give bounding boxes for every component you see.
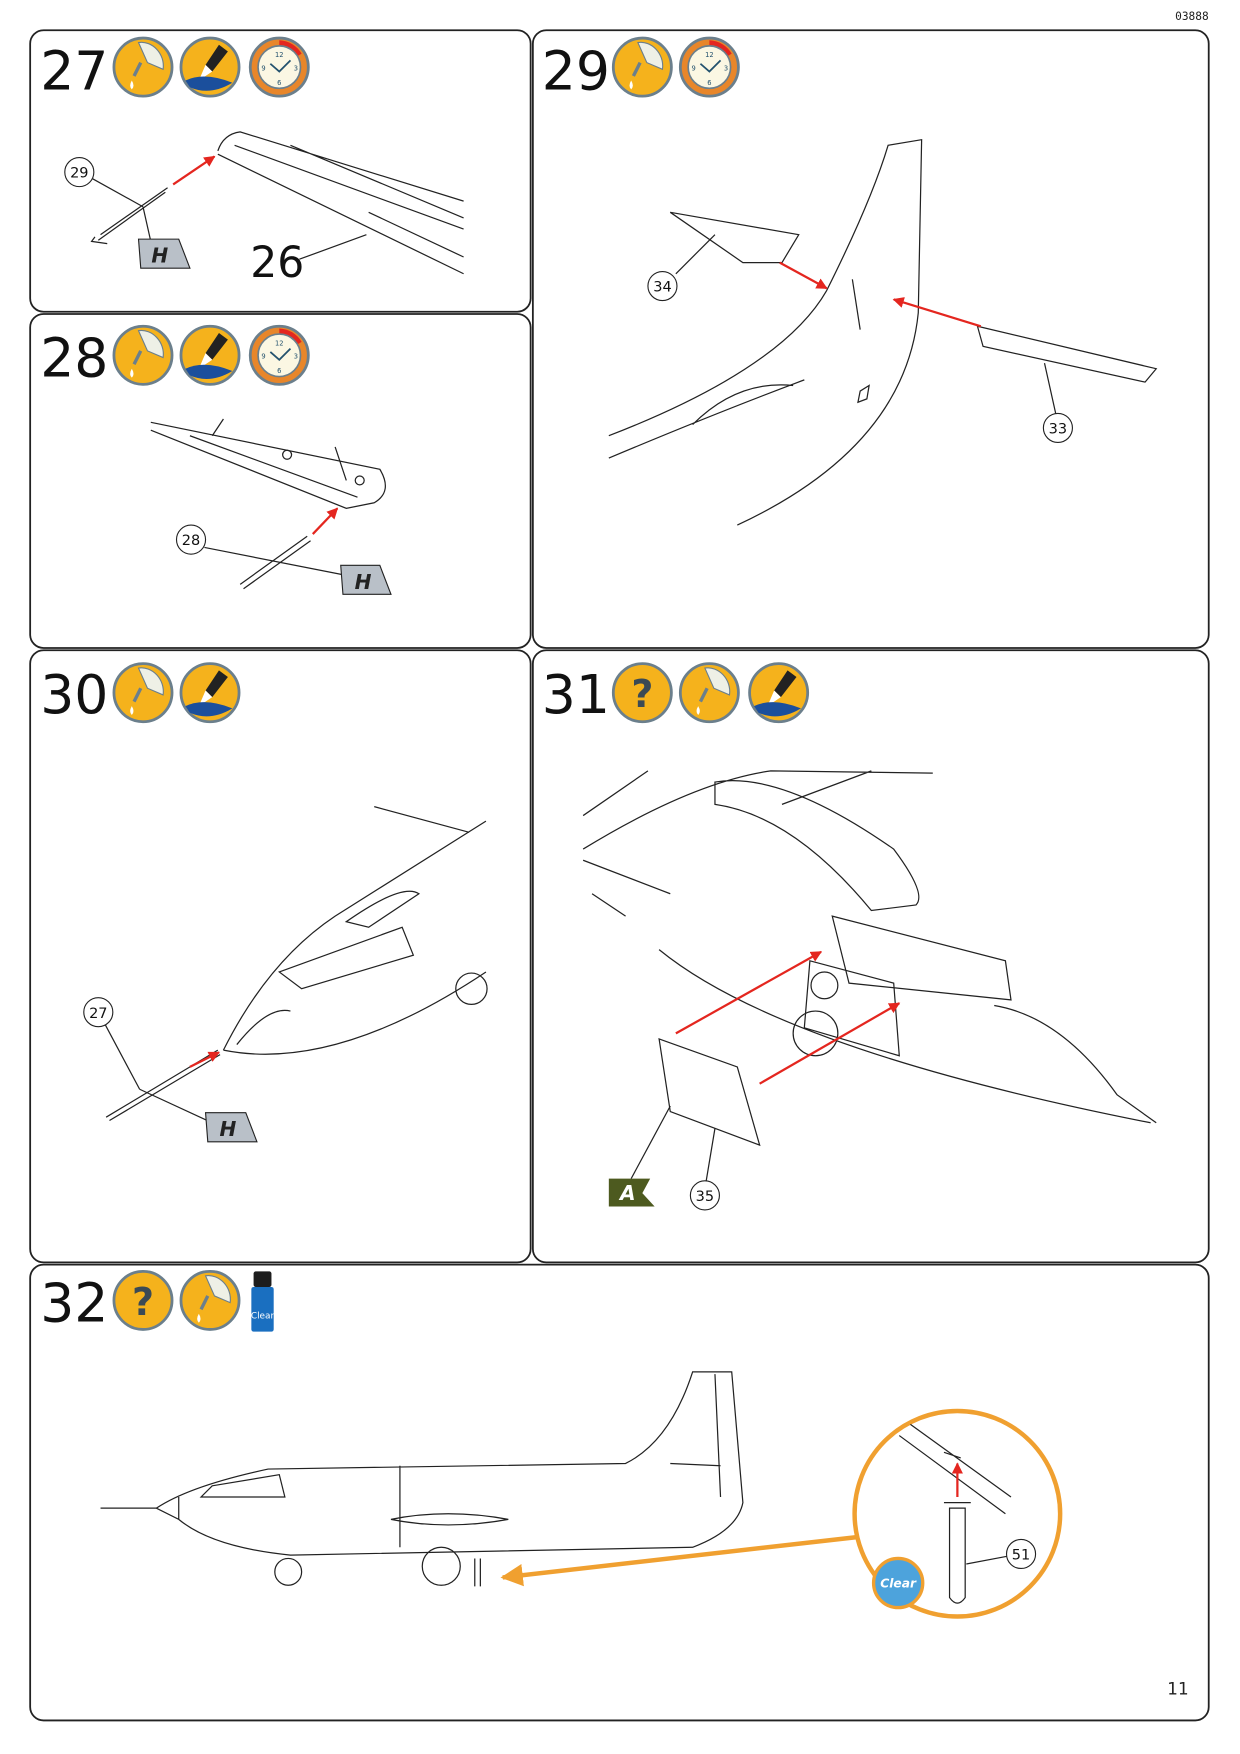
step-28-panel xyxy=(29,313,532,649)
glue-icon xyxy=(611,36,674,98)
svg-text:9: 9 xyxy=(691,64,695,72)
part-number: 34 xyxy=(653,280,671,296)
step-number: 32 xyxy=(40,1272,108,1335)
page-number: 11 xyxy=(1167,1679,1188,1699)
flag-h xyxy=(204,1112,258,1143)
step-31-panel xyxy=(531,649,1210,1264)
clear-badge xyxy=(871,1556,925,1610)
clear-part-drawing xyxy=(898,1423,1012,1604)
step-number: 29 xyxy=(542,39,610,102)
svg-text:?: ? xyxy=(631,672,653,716)
clear-badge-label: Clear xyxy=(880,1576,917,1590)
question-icon: ? xyxy=(611,662,673,724)
svg-text:9: 9 xyxy=(261,353,265,361)
step-30-panel xyxy=(29,649,532,1264)
paint-icon xyxy=(179,324,241,386)
part-number: 35 xyxy=(696,1189,714,1205)
svg-text:12: 12 xyxy=(275,339,284,347)
part-number: 29 xyxy=(70,166,88,182)
clock-icon: 12 3 6 9 xyxy=(248,324,310,386)
question-icon: ? xyxy=(112,1269,174,1331)
glue-icon xyxy=(112,36,174,98)
part-callout-27 xyxy=(83,997,114,1028)
part-callout-51 xyxy=(1005,1538,1037,1570)
part-callout-35 xyxy=(689,1180,720,1211)
step-29-panel xyxy=(531,29,1210,649)
svg-text:?: ? xyxy=(132,1280,154,1324)
svg-text:12: 12 xyxy=(705,51,714,59)
step-number: 28 xyxy=(40,327,108,390)
svg-text:6: 6 xyxy=(277,79,281,87)
part-number: 51 xyxy=(1012,1548,1030,1564)
glue-icon xyxy=(112,661,174,724)
glue-icon xyxy=(179,1269,241,1332)
svg-text:6: 6 xyxy=(707,79,711,87)
part-number: 33 xyxy=(1049,422,1067,438)
glue-icon xyxy=(678,661,741,724)
step-number: 30 xyxy=(40,663,108,726)
svg-text:9: 9 xyxy=(261,64,265,72)
cockpit-drawing xyxy=(582,770,1157,1147)
part-number: 28 xyxy=(182,533,200,549)
part-callout-29 xyxy=(64,157,95,188)
clear-bottle-icon: Clear xyxy=(251,1271,275,1332)
paint-icon xyxy=(179,36,241,98)
svg-text:6: 6 xyxy=(277,367,281,375)
flag-label: H xyxy=(219,1117,236,1141)
svg-text:12: 12 xyxy=(275,51,284,59)
part-number: 27 xyxy=(89,1006,107,1022)
svg-text:3: 3 xyxy=(724,64,728,72)
flag-label: H xyxy=(151,244,168,268)
svg-text:3: 3 xyxy=(294,353,298,361)
svg-text:Clear: Clear xyxy=(251,1311,275,1321)
part-callout-28 xyxy=(175,524,207,555)
document-code: 03888 xyxy=(1175,10,1209,23)
flag-a xyxy=(608,1178,655,1207)
paint-icon xyxy=(179,662,241,724)
flag-label: H xyxy=(355,570,372,594)
clock-icon: 12 3 6 9 xyxy=(248,36,310,98)
part-callout-34 xyxy=(647,270,678,302)
step-number: 27 xyxy=(40,39,108,102)
part-callout-33 xyxy=(1042,412,1073,443)
aircraft-side-view xyxy=(100,1371,744,1587)
wing-drawing xyxy=(150,418,386,590)
part-number: 26 xyxy=(250,239,304,288)
flag-h xyxy=(340,564,392,595)
clock-icon: 12 3 6 9 xyxy=(678,36,740,98)
flag-label: A xyxy=(618,1181,636,1205)
paint-icon xyxy=(748,662,810,724)
flag-h xyxy=(137,238,191,269)
svg-text:3: 3 xyxy=(294,64,298,72)
step-number: 31 xyxy=(542,663,610,726)
wing-drawing xyxy=(90,131,464,275)
glue-icon xyxy=(112,324,174,387)
